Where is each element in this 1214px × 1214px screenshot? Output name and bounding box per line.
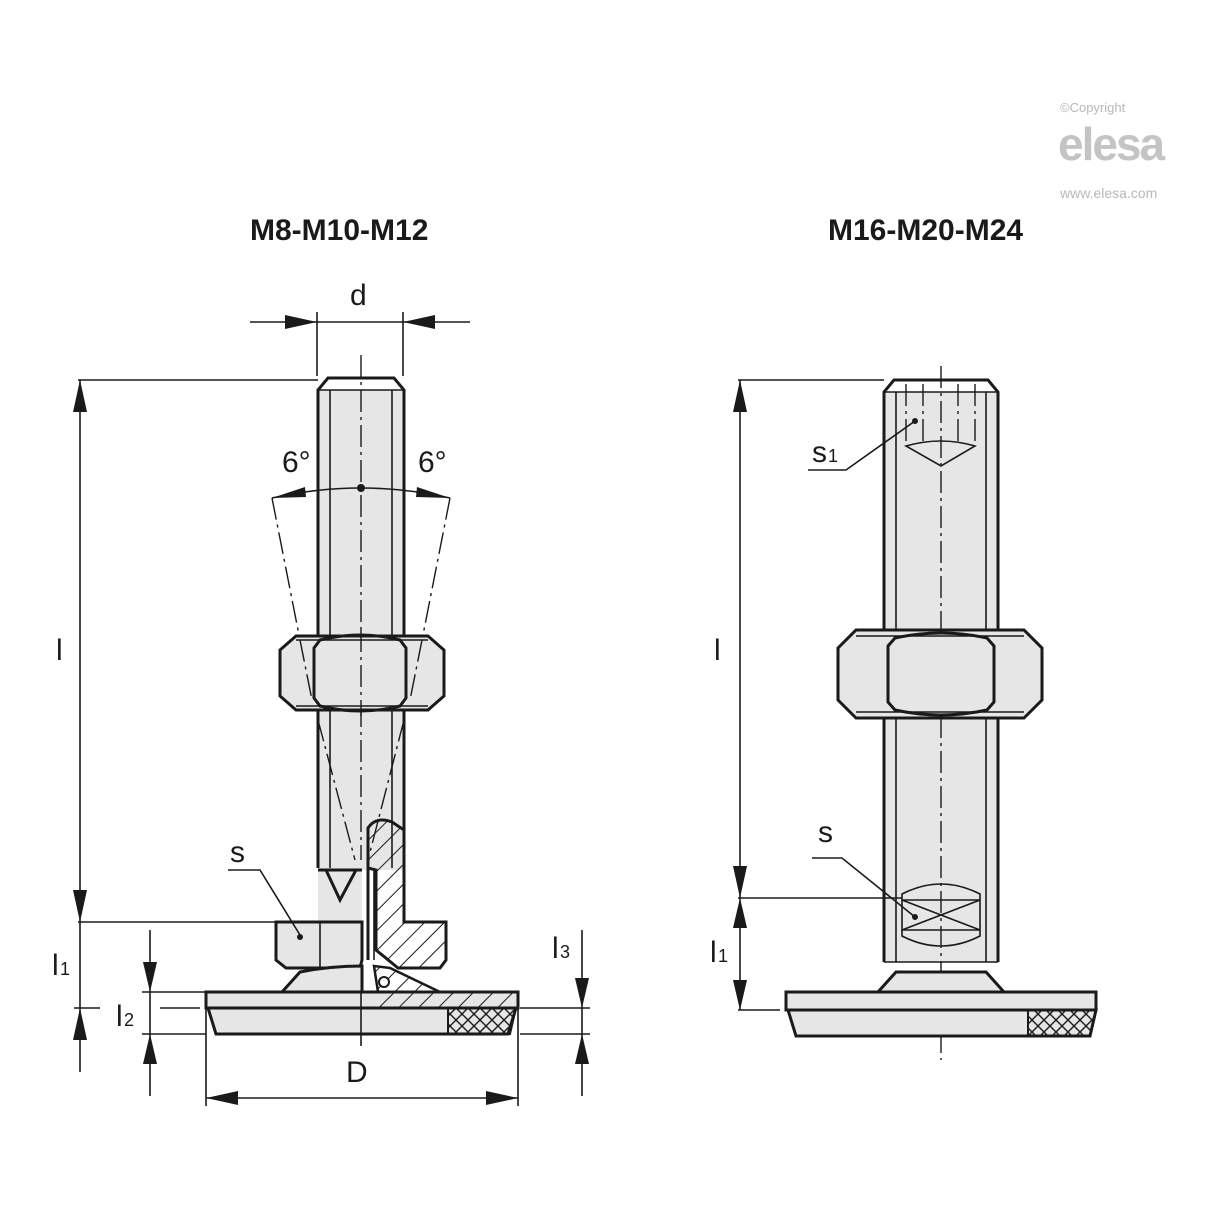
dimension-l1-left: l 1: [52, 922, 100, 1072]
hex-nut-right: [836, 628, 1044, 720]
label-angle-right: 6°: [418, 446, 447, 479]
dimension-l2-left: l 2: [116, 930, 206, 1096]
stud-shaft-left: [316, 355, 406, 870]
label-s1: s: [812, 436, 827, 469]
label-l1-right-sub: 1: [718, 946, 728, 966]
angle-indicator: 6° 6°: [271, 446, 451, 641]
label-l-right: l: [714, 634, 721, 667]
base-section-left: [274, 818, 448, 970]
hex-nut-left: [278, 630, 446, 716]
label-s-right: s: [818, 816, 833, 849]
leader-s-left: s: [228, 836, 301, 936]
base-disc-left: [204, 990, 520, 1046]
label-l1-right: l: [710, 936, 717, 969]
dimension-l-right: l: [714, 380, 902, 899]
view-title-right: M16-M20-M24: [828, 214, 1023, 247]
watermark-brand-logo: elesa: [1058, 118, 1166, 170]
label-angle-left: 6°: [282, 446, 311, 479]
label-l2-left-sub: 2: [124, 1010, 134, 1030]
label-l-left: l: [56, 634, 63, 667]
dimension-l3-left: l 3: [520, 930, 590, 1096]
label-s-left: s: [230, 836, 245, 869]
leader-s1: s 1: [808, 420, 916, 471]
view-m8-m12: M8-M10-M12 d 6°: [52, 214, 590, 1106]
dimension-l1-right: l 1: [710, 898, 780, 1011]
view-title-left: M8-M10-M12: [250, 214, 428, 247]
dimension-l-left: l: [56, 380, 276, 923]
neck-right: [874, 970, 1008, 994]
label-l1-left-sub: 1: [60, 959, 70, 979]
base-disc-right: [784, 990, 1098, 1038]
watermark-copyright: ©Copyright: [1060, 100, 1126, 115]
neck-left: [278, 964, 441, 994]
view-m16-m24: M16-M20-M24 s 1: [710, 214, 1098, 1060]
dimension-D: D: [205, 1008, 519, 1106]
label-s1-sub: 1: [828, 446, 838, 466]
label-l2-left: l: [116, 1000, 123, 1033]
label-D: D: [346, 1056, 368, 1089]
watermark: ©Copyright elesa www.elesa.com: [1058, 100, 1168, 201]
wrench-flats-right: [884, 883, 998, 963]
watermark-url: www.elesa.com: [1059, 185, 1157, 201]
dimension-d: d: [250, 279, 470, 376]
label-l3-left-sub: 3: [560, 942, 570, 962]
label-d: d: [350, 279, 367, 312]
label-l3-left: l: [552, 932, 559, 965]
label-l1-left: l: [52, 949, 59, 982]
